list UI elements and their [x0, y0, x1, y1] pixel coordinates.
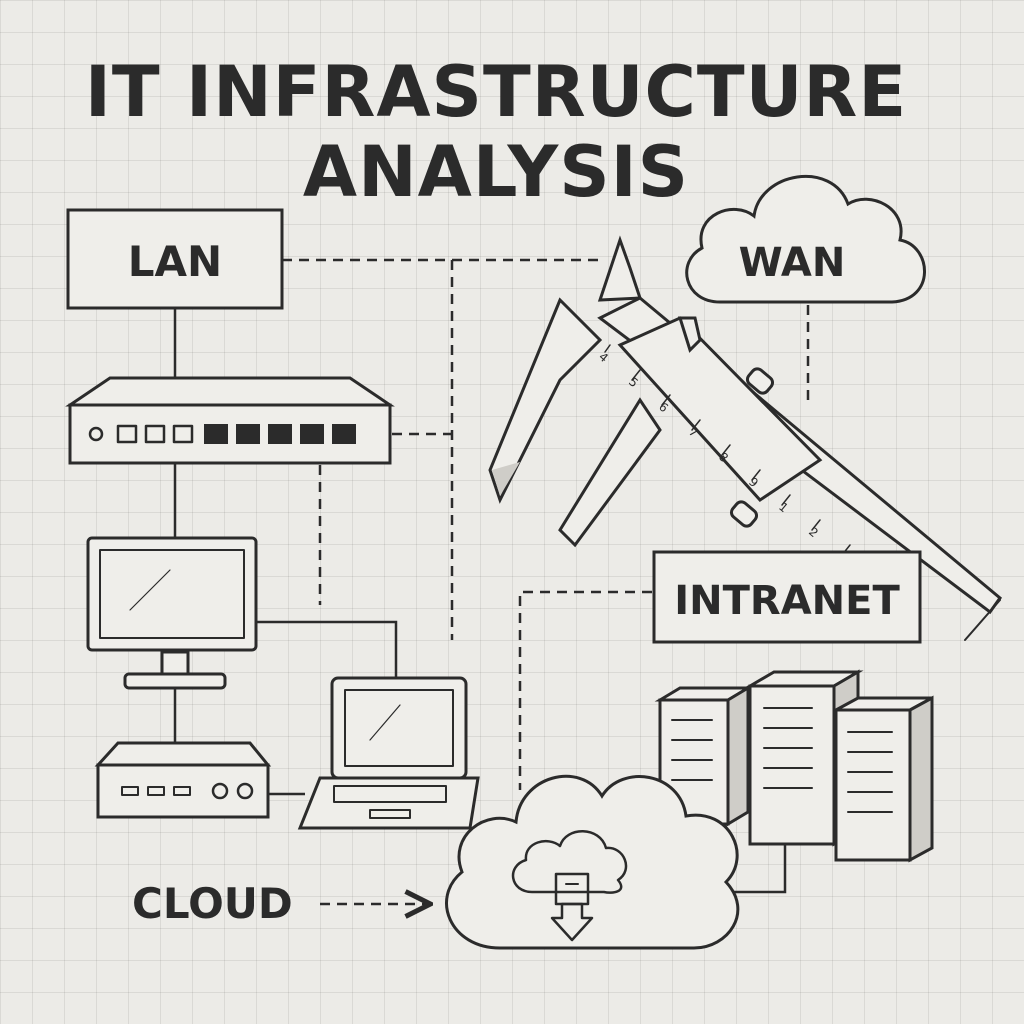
- cloud-label: CLOUD: [132, 879, 293, 928]
- router-port-2: [144, 424, 166, 444]
- monitor-screen: [99, 549, 245, 639]
- router-port-7: [300, 424, 324, 444]
- intranet-label: INTRANET: [674, 578, 900, 624]
- router-top: [65, 376, 395, 407]
- server-rack-icon: [654, 669, 934, 863]
- cloud-download-icon: [511, 830, 628, 942]
- modem-body: [96, 763, 270, 819]
- modem-light-1: [121, 786, 139, 796]
- connector-monitor-laptop: [256, 620, 398, 678]
- caliper-icon: 456789121: [488, 235, 1003, 641]
- caliper-scale-label: 4: [596, 350, 611, 366]
- big-cloud-shape: [445, 774, 740, 950]
- laptop-trackpad: [369, 809, 411, 819]
- monitor-glare: [129, 569, 171, 611]
- page-title-line-1: IT INFRASTRUCTURE: [85, 51, 907, 133]
- router-port-3: [172, 424, 194, 444]
- lan-node: LAN: [66, 208, 284, 310]
- caliper-scale-label: 6: [656, 400, 671, 416]
- modem-top: [94, 741, 272, 767]
- caliper-slider-top-jaw: [677, 316, 702, 353]
- connector-servers-cloud: [732, 845, 787, 894]
- monitor-base: [123, 672, 227, 690]
- intranet-node: INTRANET: [652, 550, 922, 644]
- caliper-thumb-screw: [745, 367, 775, 395]
- lan-box: [66, 208, 284, 310]
- caliper-jaw-top: [597, 235, 643, 302]
- router-port-8: [332, 424, 356, 444]
- monitor-frame: [86, 536, 258, 652]
- router-led: [88, 426, 104, 442]
- caliper-scale-label: 1: [776, 500, 791, 516]
- caliper-jaw-shade: [492, 462, 520, 496]
- router-port-6: [268, 424, 292, 444]
- router-port-1: [116, 424, 138, 444]
- monitor-neck: [160, 650, 190, 676]
- wan-node: WAN: [685, 175, 926, 304]
- router-port-4: [204, 424, 228, 444]
- caliper-scale-label: 5: [626, 375, 641, 391]
- modem-light-2: [147, 786, 165, 796]
- connectors: [173, 258, 810, 904]
- laptop-icon: [297, 676, 480, 830]
- modem-knob-1: [211, 782, 229, 800]
- modem-knob-2: [236, 782, 254, 800]
- cloud-icon: [685, 175, 926, 304]
- laptop-lid: [330, 676, 468, 780]
- intranet-box: [652, 550, 922, 644]
- modem-light-3: [173, 786, 191, 796]
- caliper-jaw-bottom: [488, 297, 603, 504]
- lan-label: LAN: [128, 237, 222, 286]
- modem-icon: [94, 741, 272, 819]
- monitor-icon: [86, 536, 258, 690]
- laptop-glare: [369, 704, 401, 741]
- page-title-line-2: ANALYSIS: [303, 131, 689, 213]
- cloud-node: [445, 774, 740, 950]
- server-right: [834, 695, 934, 863]
- caliper-lock-screw: [729, 500, 759, 528]
- laptop-screen: [344, 689, 454, 767]
- router-icon: [65, 376, 395, 465]
- laptop-keyboard: [333, 785, 447, 803]
- caliper-beam-tip: [964, 599, 1001, 641]
- connector-intranet-cloud: [518, 590, 652, 790]
- caliper-scale-label: 2: [806, 525, 821, 541]
- router-port-5: [236, 424, 260, 444]
- caliper-slider-bottom-jaw: [558, 397, 662, 548]
- caliper-slider: [617, 316, 823, 502]
- wan-label: WAN: [739, 240, 846, 286]
